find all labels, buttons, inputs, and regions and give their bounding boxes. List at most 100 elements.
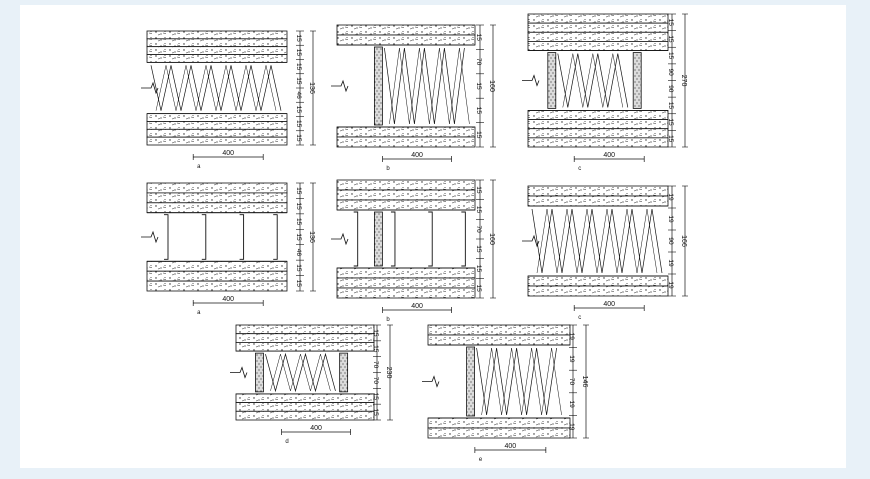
section-marker: e [479,457,483,463]
width-dimension-label: 400 [603,152,615,159]
layer-thickness-label: 70 [372,377,379,385]
layer-thickness-label: 15 [667,118,674,126]
width-dimension-label: 400 [411,303,423,310]
insulation-zigzag [531,208,663,274]
insulation-zigzag [265,352,336,393]
steel-stud [201,214,207,260]
board-layer-top [235,333,375,343]
layer-thickness-label: 15 [475,285,482,293]
break-line-symbol [141,230,159,244]
layer-thickness-label: 15 [667,102,674,110]
layer-thickness-label: 15 [295,233,302,241]
board-layer-bottom [235,402,375,412]
layer-thickness-label: 15 [295,203,302,211]
layer-thickness-label: 15 [475,206,482,214]
layer-thickness-label: 90 [667,69,674,77]
layer-thickness-label: 19 [667,281,674,289]
board-layer-top [527,185,669,197]
layer-thickness-label: 15 [667,52,674,60]
steel-stud [164,214,169,260]
layer-thickness-label: 15 [295,120,302,128]
board-layer-bottom [336,267,476,279]
board-layer-top [146,38,288,48]
board-layer-top [336,189,476,201]
layer-thickness-label: 46 [295,249,302,257]
layer-thickness-label: 15 [475,186,482,194]
board-layer-bottom [527,119,669,130]
break-line-symbol [230,366,248,379]
timber-stud [373,211,383,267]
width-dimension-label: 400 [411,152,423,159]
layer-thickness-label: 15 [295,187,302,195]
section-marker: d [285,439,288,445]
timber-stud [255,352,264,393]
board-layer-bottom [336,126,476,138]
layer-thickness-label: 15 [295,218,302,226]
board-layer-bottom [146,136,288,146]
layer-thickness-label: 15 [667,35,674,43]
layer-thickness-label: 15 [475,245,482,253]
total-thickness-label: 160 [488,233,495,245]
board-layer-top [336,24,476,36]
board-layer-top [527,195,669,207]
section-marker: b [386,317,390,323]
board-layer-bottom [146,113,288,122]
break-line-symbol [522,74,540,87]
board-layer-bottom [527,128,669,139]
steel-stud [461,211,466,267]
timber-stud [632,52,642,109]
layer-thickness-label: 15 [295,134,302,142]
total-thickness-label: 146 [581,376,588,388]
timber-stud [466,346,476,417]
board-layer-bottom [146,260,288,272]
total-thickness-label: 166 [680,235,687,247]
board-layer-top [235,342,375,352]
board-layer-bottom [336,287,476,299]
layer-thickness-label: 90 [667,85,674,93]
board-layer-bottom [336,277,476,289]
layer-thickness-label: 19 [667,215,674,223]
board-layer-bottom [146,121,288,130]
break-line-symbol [331,232,349,246]
board-layer-bottom [527,275,669,287]
insulation-zigzag-back [481,347,562,416]
board-layer-bottom [336,136,476,148]
layer-thickness-label: 15 [667,135,674,143]
board-layer-top [146,182,288,194]
break-line-symbol [141,81,159,95]
insulation-zigzag [150,65,282,111]
layer-thickness-label: 70 [475,226,482,234]
board-layer-bottom [146,128,288,138]
section-marker: a [197,164,201,170]
insulation-zigzag [384,47,465,125]
layer-thickness-label: 70 [568,378,575,386]
width-dimension-label: 400 [222,150,234,157]
layer-thickness-label: 90 [667,237,674,245]
board-layer-bottom [527,110,669,120]
layer-thickness-label: 15 [475,131,482,139]
steel-stud [239,214,245,260]
insulation-zigzag [557,53,629,108]
board-layer-bottom [146,270,288,282]
layer-thickness-label: 15 [295,63,302,71]
board-layer-top [146,46,288,55]
board-layer-top [527,31,669,42]
insulation-zigzag-back [155,65,277,111]
steel-stud [273,214,278,260]
section-marker: c [578,315,581,321]
layer-thickness-label: 15 [295,280,302,288]
layer-thickness-label: 19 [568,355,575,363]
layer-thickness-label: 15 [475,82,482,90]
layer-thickness-label: 19 [667,259,674,267]
layer-thickness-label: 15 [295,35,302,43]
layer-thickness-label: 46 [295,92,302,100]
layer-thickness-label: 19 [667,193,674,201]
board-layer-bottom [427,427,571,439]
